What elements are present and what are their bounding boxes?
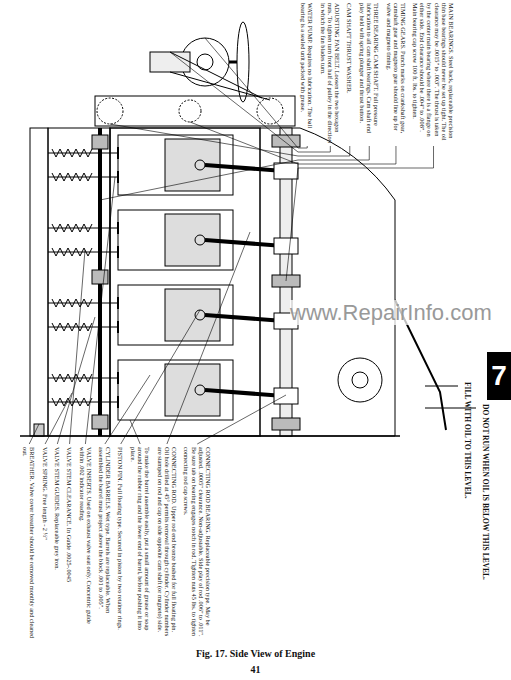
callout-note: MAIN BEARINGS. Steel back, replaceable p… [412, 3, 455, 143]
piston-pin [195, 235, 205, 245]
tab-number: 7 [491, 360, 507, 392]
leader-line [110, 124, 350, 156]
oil-level-note: DO NOT RUN WHEN OIL IS BELOW THIS LEVEL. [480, 404, 489, 580]
leader-line [105, 375, 150, 444]
oil-pan [260, 128, 395, 436]
callout-note: CYLINDER BARRELS. Wet type. Barrels are … [98, 447, 112, 640]
valve-head [117, 246, 119, 258]
valve-stem [48, 177, 118, 178]
fan-pulley [150, 52, 190, 72]
leader-line [130, 420, 140, 444]
page-number: 41 [0, 664, 511, 676]
oil-pump-gear [338, 358, 382, 402]
valve-stem [48, 303, 118, 304]
callout-note: VALVE STEM GUIDES. Replaceable grey iron… [54, 447, 61, 640]
base-line [20, 435, 400, 437]
rod-bearing [274, 388, 298, 404]
connecting-rod [205, 390, 284, 396]
leader-line [85, 177, 115, 444]
callout-note: VALVE STEM CLEARANCE. In Guide .0025-.00… [66, 447, 73, 640]
callout-note: VALVE SPRING. Free length - 2 ½" [41, 447, 48, 640]
callout-note: TIMING GEARS. Punch marks on crankshaft … [385, 3, 407, 143]
valve-stem [48, 327, 118, 328]
rod-bearing [274, 163, 298, 179]
leader-line [286, 146, 434, 281]
valve-head [117, 321, 119, 333]
callout-note: BREATHER. Valve cover breather should be… [22, 447, 36, 640]
callout-note: PISTON PIN. Full floating type. Secured … [117, 447, 124, 640]
leader-line [197, 395, 286, 444]
cam-bearing [92, 270, 108, 284]
callout-note: CAM SHAFT THRUST WASHER. [346, 3, 353, 143]
fan-belt [170, 52, 262, 98]
leader-line [100, 146, 369, 200]
leader-line [45, 393, 72, 444]
valve-stem [48, 402, 118, 403]
figure-caption: Fig. 17. Side View of Engine [0, 648, 511, 659]
valve-stem [48, 153, 118, 154]
valve-head [117, 171, 119, 183]
valve-stem [48, 252, 118, 253]
valve-cover [30, 128, 48, 436]
leader-line [190, 122, 396, 164]
cam-bearing [92, 135, 108, 149]
breather [34, 424, 44, 436]
main-bearing [272, 418, 300, 430]
pump-hub [197, 54, 213, 70]
crank-gear [257, 98, 283, 124]
leader-line [205, 38, 307, 148]
watermark: www.RepairInfo.com [290, 300, 492, 325]
leader-line [121, 310, 200, 444]
callout-note: To make the barrel assemble easily, put … [129, 447, 151, 640]
leader-line [167, 232, 250, 444]
piston-pin [195, 385, 205, 395]
fan-shaft [229, 61, 237, 64]
fan-blade [237, 22, 249, 102]
valve-stem [48, 228, 118, 229]
callout-note: VALVE INSERTS. Used on exhaust valve sea… [78, 447, 92, 640]
valve-head [117, 147, 119, 159]
timing-cover [95, 96, 295, 126]
cam-bearing [92, 415, 108, 429]
valve-stem [48, 378, 118, 379]
callout-note: THREE BEARING CAM SHAFT. Full pressure l… [358, 3, 380, 143]
connecting-rod [205, 240, 284, 246]
section-tab: 7 [487, 352, 511, 400]
callout-note: WATER PUMP. Requires no lubrication. The… [300, 3, 314, 143]
valve-chamber [48, 128, 110, 436]
callout-note: CONNECTING ROD BEARING. Replaceable prec… [183, 447, 212, 640]
leader-line [57, 317, 95, 444]
piston-pin [195, 310, 205, 320]
piston-pin [195, 160, 205, 170]
valve-head [117, 396, 119, 408]
leader-line [29, 424, 39, 444]
valve-head [117, 372, 119, 384]
valve-head [117, 297, 119, 309]
connecting-rod [205, 165, 284, 171]
magneto-gear [179, 100, 201, 122]
rod-bearing [274, 238, 298, 254]
valve-head [117, 222, 119, 234]
callout-note: ADJUSTING FAN BELT. Loosen the two hexag… [319, 3, 341, 143]
oil-level-note: FILL WITH OIL TO THIS LEVEL. [462, 382, 471, 499]
cam-gear [97, 98, 123, 124]
cylinder-block [110, 128, 260, 436]
oil-pump-hub [352, 372, 368, 388]
full-mark [425, 386, 458, 387]
leader-line [70, 250, 85, 444]
callout-note: CONNECTING ROD. Upper rod end bronze bus… [156, 447, 178, 640]
